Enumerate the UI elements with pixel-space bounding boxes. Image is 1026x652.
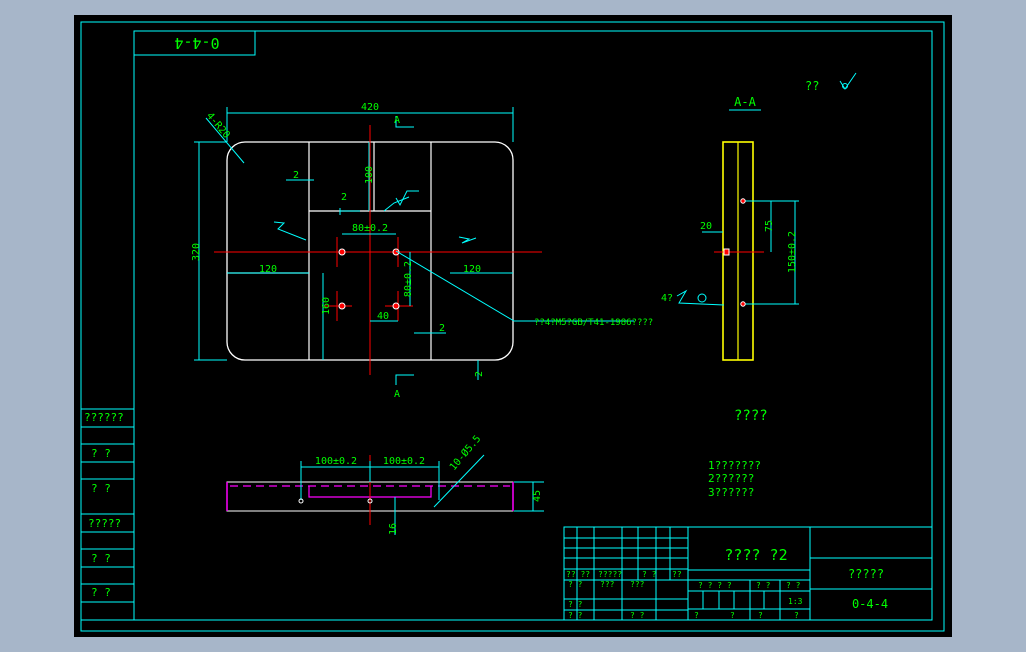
dim-40: 40 [377, 311, 389, 322]
tb-hdr-5: ? ? [568, 580, 583, 589]
dim-45: 45 [532, 490, 543, 502]
left-strip-label-5: ? ? [91, 552, 111, 565]
left-strip-label-6: ? ? [91, 586, 111, 599]
dim-2c: 2 [439, 323, 445, 334]
tb-hdr-7: ??? [630, 580, 645, 589]
drawing-sheet: 0-4-4 ?????? ? ? ? ? ????? ? ? ? ? [74, 15, 952, 637]
dim-80-horizontal: 80±0.2 [352, 223, 388, 234]
tb-organization: ????? [848, 567, 884, 581]
dim-2b: 2 [341, 192, 347, 203]
dim-4: 4? [661, 293, 673, 304]
left-strip-label-4: ????? [88, 517, 121, 530]
flipped-number-box [133, 30, 256, 56]
left-strip-label-2: ? ? [91, 447, 111, 460]
dim-2a: 2 [293, 170, 299, 181]
section-title: A-A [734, 95, 756, 109]
left-strip-label-3: ? ? [91, 482, 111, 495]
tb-drawing-code: 0-4-4 [852, 597, 888, 611]
tb-weight: ? ? [756, 581, 771, 590]
tb-hdr-8: ? ? [568, 600, 583, 609]
left-strip [80, 408, 135, 621]
dim-20: 20 [700, 221, 712, 232]
tb-ratio: ? ? [786, 581, 801, 590]
note-1: 1??????? [708, 459, 761, 472]
roughness-circle-icon [842, 83, 848, 89]
tb-hdr-3: ? ? [642, 570, 657, 579]
tb-sheet-c: ? [758, 611, 763, 620]
section-view: A-A 20 75 150±0.2 4? [661, 95, 799, 361]
center-lines [214, 125, 542, 375]
tb-scale: 1:3 [788, 597, 803, 606]
section-mark-top: A [394, 115, 400, 126]
dim-100-right: 100±0.2 [383, 456, 425, 467]
dim-160: 160 [321, 297, 332, 315]
dim-80-vertical: 80±0.2 [403, 261, 414, 297]
plan-dimensions [194, 107, 634, 385]
outer-frame [80, 21, 945, 632]
note-2: 2?????? [708, 472, 754, 485]
dim-100: 100 [364, 166, 375, 184]
tb-hdr-6: ??? [600, 580, 615, 589]
tb-hdr-10: ? ? [630, 611, 645, 620]
dim-120-right: 120 [463, 264, 481, 275]
section-mark-bottom: A [394, 389, 400, 400]
front-view: 100±0.2 100±0.2 45 16 10-Ø5.5 [226, 433, 544, 535]
corner-radius: 4-R20 [204, 111, 232, 141]
dim-16: 16 [388, 523, 399, 535]
plan-view: 420 320 4-R20 A A 2 2 2 2 100 80±0.2 80±… [191, 102, 653, 400]
roughness-label: ?? [805, 79, 819, 93]
note-3: 3?????? [708, 486, 754, 499]
tb-part-name: ???? ?2 [724, 546, 787, 564]
tb-hdr-9: ? ? [568, 611, 583, 620]
notes-title: ???? [734, 408, 768, 424]
dim-2d: 2 [474, 371, 485, 377]
tb-sheet-a: ? [694, 611, 699, 620]
tb-sheet-d: ? [794, 611, 799, 620]
dim-120-left: 120 [259, 264, 277, 275]
dim-150: 150±0.2 [787, 231, 798, 273]
hole-markers [338, 248, 400, 310]
flipped-drawing-number: 0-4-4 [174, 34, 219, 52]
left-strip-label-1: ?????? [84, 411, 124, 424]
dim-100-left: 100±0.2 [315, 456, 357, 467]
tb-sheet-b: ? [730, 611, 735, 620]
inner-frame [133, 30, 933, 621]
dim-height: 320 [191, 243, 202, 261]
dim-width: 420 [361, 102, 379, 113]
tb-hdr-1: ?? ?? [566, 570, 590, 579]
hole-callout: 10-Ø5.5 [447, 433, 483, 473]
cad-drawing: 0-4-4 ?????? ? ? ? ? ????? ? ? ? ? [80, 21, 945, 632]
tb-hdr-4: ?? [672, 570, 682, 579]
tb-hdr-2: ????? [598, 570, 622, 579]
tb-stage: ? ? ? ? [698, 581, 732, 590]
dim-75: 75 [764, 220, 775, 232]
title-block [563, 526, 933, 621]
hole-leader-note: ??4?M5?GB/T41-1986???? [534, 318, 653, 328]
roughness-symbols [273, 190, 477, 244]
